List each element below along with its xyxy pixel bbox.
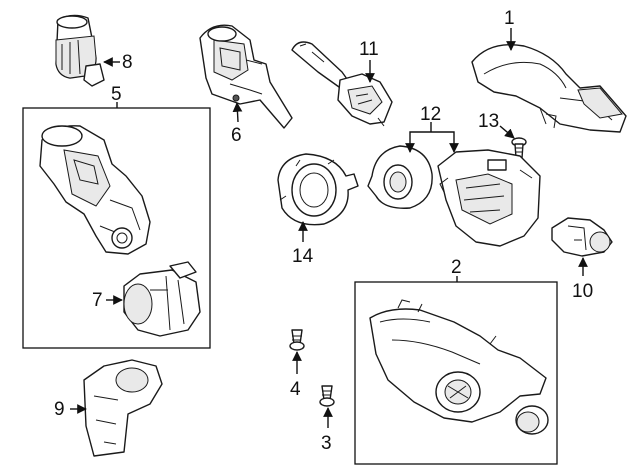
leader-12 — [405, 131, 459, 153]
part-13-screw[interactable] — [511, 137, 527, 159]
callout-10: 10 — [572, 281, 593, 302]
callout-5: 5 — [111, 84, 122, 105]
part-11-switch-stalk[interactable] — [291, 41, 393, 127]
callout-8: 8 — [122, 52, 133, 73]
part-5-lock-assembly[interactable] — [39, 125, 151, 255]
part-14-clock-spring[interactable] — [277, 153, 359, 226]
callout-12: 12 — [420, 104, 441, 125]
part-8-lock-cylinder[interactable] — [55, 14, 105, 87]
callout-7: 7 — [92, 290, 103, 311]
callout-14: 14 — [292, 246, 314, 267]
part-12-switch-housing[interactable] — [437, 149, 541, 247]
part-6-lock-housing[interactable] — [199, 24, 293, 129]
callout-6: 6 — [231, 125, 242, 146]
callout-9: 9 — [54, 399, 65, 420]
leader-13 — [499, 125, 515, 139]
part-7-ignition-switch[interactable] — [123, 261, 201, 337]
callout-4: 4 — [290, 379, 301, 400]
callout-2: 2 — [451, 257, 462, 278]
part-2-cap[interactable] — [515, 405, 549, 435]
part-12-ring[interactable] — [367, 145, 433, 209]
group-box-2 — [354, 281, 558, 465]
part-4-bolt[interactable] — [289, 329, 305, 351]
callout-13: 13 — [478, 111, 499, 132]
leader-6 — [232, 102, 243, 123]
part-9-bracket[interactable] — [83, 359, 163, 457]
part-10-sensor[interactable] — [551, 217, 613, 257]
part-1-upper-shroud[interactable] — [471, 44, 627, 133]
callout-1: 1 — [504, 8, 515, 29]
callout-11: 11 — [359, 39, 379, 60]
part-3-bolt[interactable] — [319, 385, 335, 407]
callout-3: 3 — [321, 433, 332, 454]
part-2-lower-shroud[interactable] — [369, 299, 547, 423]
